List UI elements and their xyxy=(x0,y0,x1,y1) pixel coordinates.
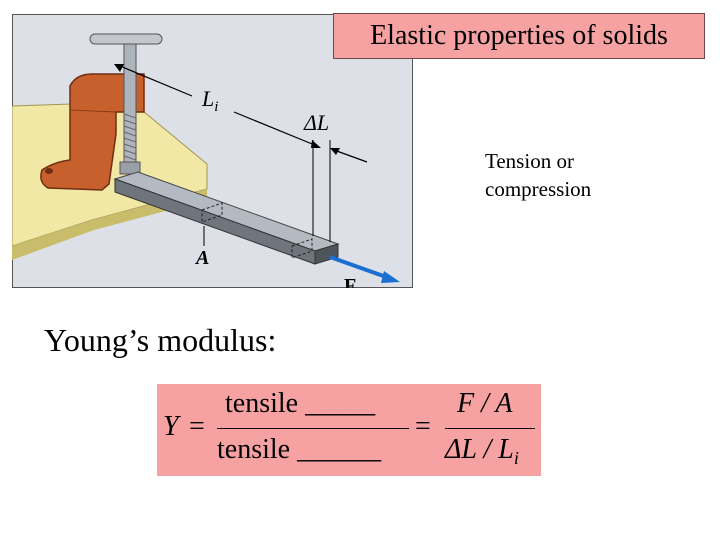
fraction-bar-1 xyxy=(217,428,409,429)
tension-note-line-2: compression xyxy=(485,177,592,201)
tension-note: Tension or compression xyxy=(485,147,591,203)
force-arrowhead xyxy=(381,271,400,283)
formula-rhs-denominator: ΔL / Li xyxy=(445,434,519,468)
rod-end xyxy=(314,243,339,265)
clamp-hole xyxy=(45,168,53,174)
formula-equals-1: = xyxy=(189,411,205,442)
denominator-blank: ______ xyxy=(297,434,382,465)
tension-note-line-1: Tension or xyxy=(485,149,574,173)
label-delta-l: ΔL xyxy=(303,110,329,135)
clamp-body xyxy=(40,73,145,191)
fraction-bar-2 xyxy=(445,428,535,429)
formula-y: Y xyxy=(163,411,179,442)
label-force-f: F xyxy=(344,275,356,288)
clamp-handle xyxy=(89,33,163,45)
label-area-a: A xyxy=(194,247,209,269)
youngs-modulus-label: Young’s modulus: xyxy=(44,322,277,358)
slide-title: Elastic properties of solids xyxy=(333,13,705,59)
numerator-blank: _____ xyxy=(305,388,376,419)
denominator-word: tensile xyxy=(217,434,291,465)
label-li: Li xyxy=(201,86,218,115)
formula-denominator: tensile ______ xyxy=(217,434,381,466)
numerator-word: tensile xyxy=(225,388,299,419)
formula-numerator: tensile _____ xyxy=(225,388,375,420)
formula-equals-2: = xyxy=(415,411,431,442)
clamp-illustration: Li ΔL A F xyxy=(11,14,413,297)
formula-rhs-numerator: F / A xyxy=(457,388,513,419)
clamp-rod-figure: Li ΔL A F xyxy=(11,14,413,297)
force-arrow xyxy=(329,255,390,280)
youngs-modulus-formula: Y = tensile _____ tensile ______ = F / A… xyxy=(157,384,541,476)
